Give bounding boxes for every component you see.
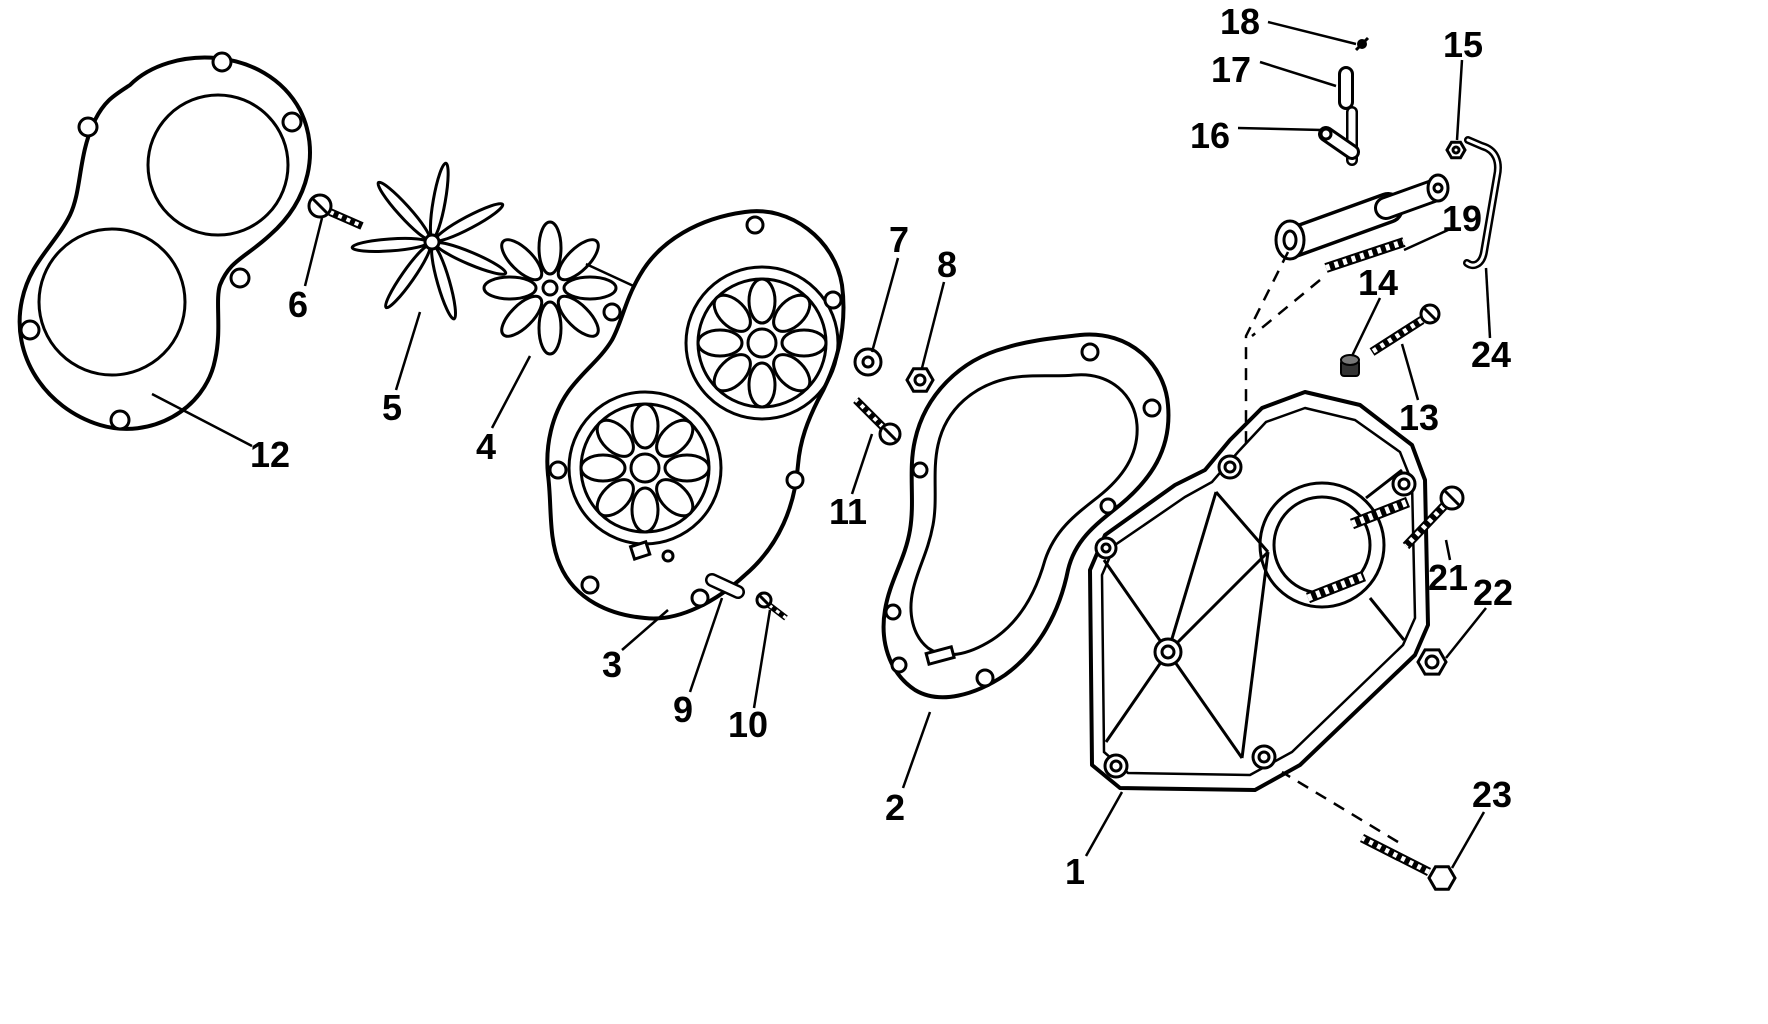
callout-17: 17	[1211, 49, 1251, 90]
part-1-bracket	[1088, 390, 1430, 792]
part-7-washer	[853, 347, 883, 377]
leader-15	[1455, 59, 1464, 141]
part-23-bolt	[1359, 833, 1457, 891]
callout-13: 13	[1399, 397, 1439, 438]
leader-19	[1403, 228, 1449, 252]
callout-8: 8	[937, 244, 957, 285]
callout-10: 10	[728, 704, 768, 745]
part-11-screw	[853, 397, 902, 446]
callout-3: 3	[602, 644, 622, 685]
callout-21: 21	[1428, 557, 1468, 598]
callout-19: 19	[1442, 198, 1482, 239]
leader-13	[1400, 343, 1420, 401]
leader-21	[1444, 539, 1452, 561]
callout-1: 1	[1065, 851, 1085, 892]
leader-24	[1484, 267, 1492, 339]
leader-6	[303, 217, 324, 287]
callout-9: 9	[673, 689, 693, 730]
leader-4	[490, 355, 532, 429]
part-24-link-rod	[1463, 136, 1502, 270]
leader-10	[752, 609, 772, 709]
callout-14: 14	[1358, 262, 1398, 303]
leader-11	[850, 433, 874, 495]
callout-5: 5	[382, 387, 402, 428]
callout-numbers: 1 2 3 4 5 6 7 8 9 10 11 12 13 14 15 16 1…	[250, 1, 1513, 892]
leader-7	[870, 257, 900, 353]
callout-22: 22	[1473, 572, 1513, 613]
callout-18: 18	[1220, 1, 1260, 42]
leader-8	[920, 281, 946, 369]
part-3-leaf-plate	[545, 209, 846, 621]
leader-22	[1445, 607, 1487, 659]
leader-17	[1259, 60, 1337, 88]
part-2-gasket	[881, 332, 1171, 700]
leader-1	[1084, 791, 1124, 857]
leader-9	[688, 597, 724, 693]
part-8-nut	[905, 367, 935, 393]
part-22-nut	[1416, 648, 1448, 676]
callout-6: 6	[288, 284, 308, 325]
leader-3	[621, 609, 669, 651]
callout-7: 7	[889, 219, 909, 260]
leader-18	[1267, 20, 1357, 46]
callout-2: 2	[885, 787, 905, 828]
part-6-screw	[307, 193, 364, 230]
leader-14	[1350, 297, 1382, 357]
part-18-tiny-screw	[1354, 36, 1370, 52]
part-16-lever-assembly	[1274, 106, 1450, 261]
callout-15: 15	[1443, 24, 1483, 65]
part-9-pin	[705, 573, 745, 599]
part-21-screw	[1402, 485, 1465, 550]
callout-23: 23	[1472, 774, 1512, 815]
part-14-bushing	[1340, 354, 1360, 377]
part-12-gasket	[17, 51, 312, 431]
callout-12: 12	[250, 434, 290, 475]
callout-4: 4	[476, 426, 496, 467]
callout-leaders	[151, 20, 1492, 869]
leader-16	[1237, 126, 1323, 132]
leader-12	[151, 392, 253, 448]
callout-16: 16	[1190, 115, 1230, 156]
assembly-dashed-lines	[1244, 251, 1399, 844]
part-19-spring	[1324, 237, 1406, 273]
part-5-star-plate	[350, 161, 508, 321]
leader-2	[901, 711, 932, 789]
leader-23	[1450, 811, 1486, 869]
leader-5	[394, 311, 422, 391]
part-10-screw	[755, 591, 788, 621]
callout-24: 24	[1471, 334, 1511, 375]
part-15-nut	[1445, 140, 1467, 160]
callout-11: 11	[829, 491, 867, 532]
part-13-screw	[1369, 303, 1441, 356]
